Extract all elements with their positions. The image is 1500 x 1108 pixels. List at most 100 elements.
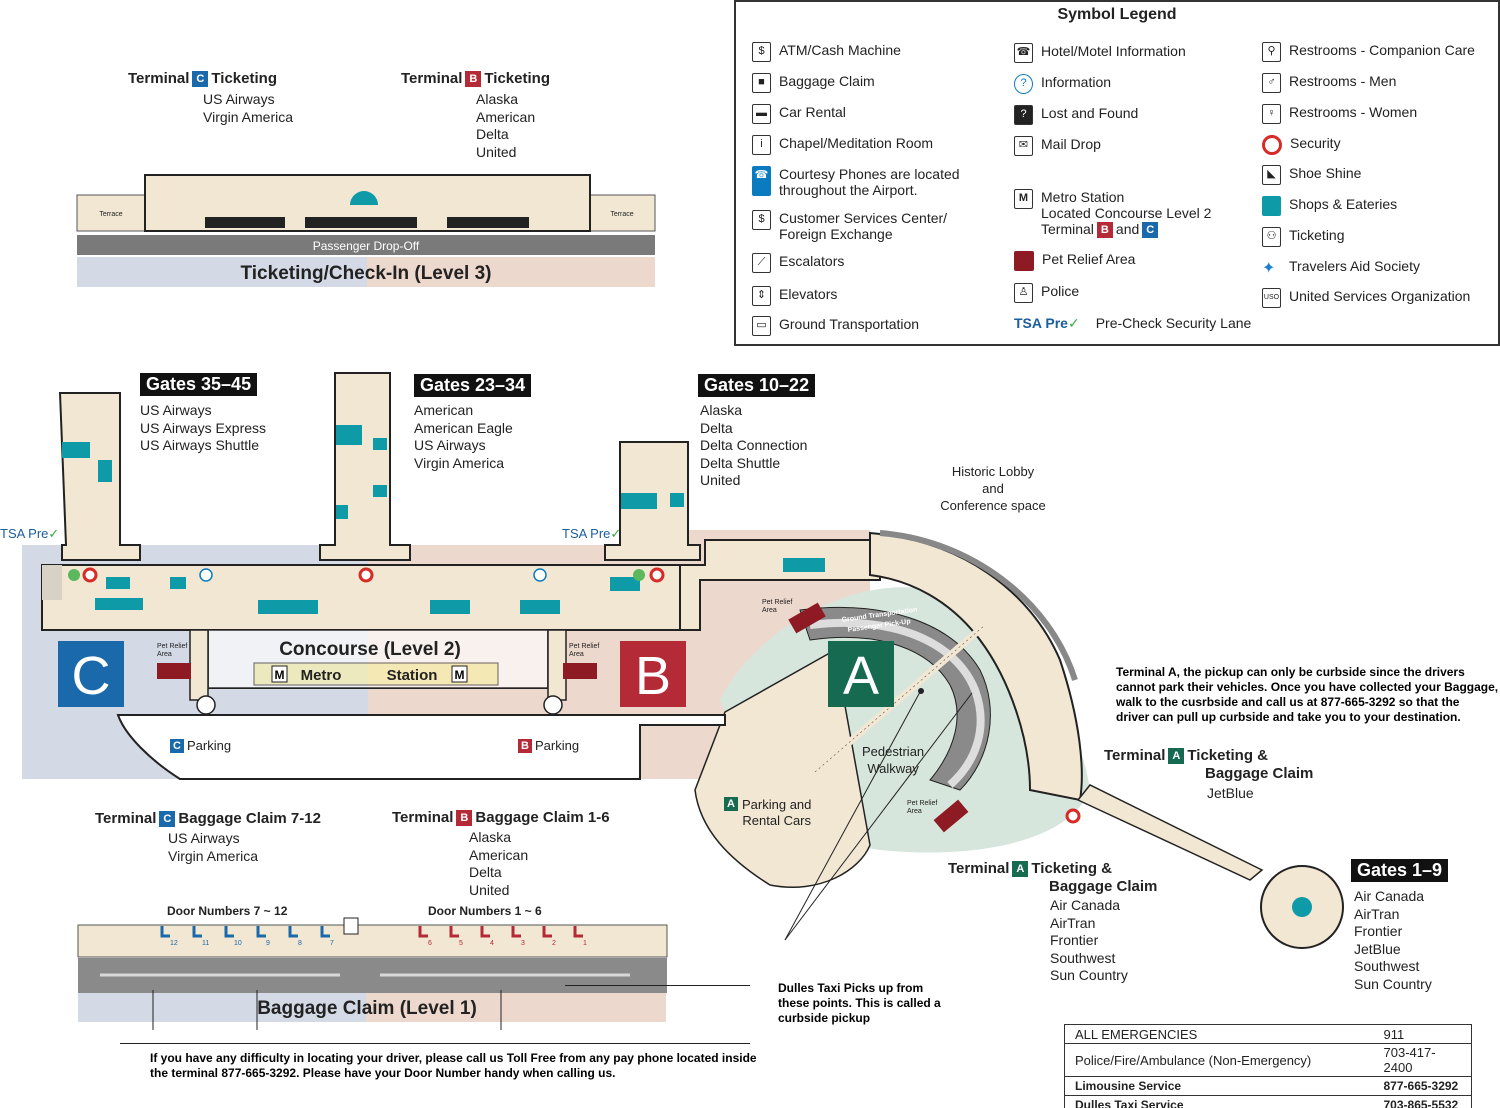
level1-zone-c: [78, 990, 366, 1022]
information-marker: [533, 568, 547, 582]
terminal-a-lower-airlines: Air Canada AirTran Frontier Southwest Su…: [1050, 897, 1128, 984]
symbol-legend: Symbol Legend $ATM/Cash Machine ■Baggage…: [734, 0, 1500, 346]
level3-map: Terrace Terrace Passenger Drop-Off Ticke…: [76, 174, 656, 287]
driver-contact-note: If you have any difficulty in locating y…: [150, 1051, 757, 1080]
baggage-door-number: 2: [552, 940, 556, 947]
atm-icon: $: [752, 42, 771, 62]
terminal-c-claim-airlines: US Airways Virgin America: [168, 830, 259, 864]
metro-label: Metro: [301, 667, 342, 684]
chapel-icon: i: [752, 135, 771, 155]
ticket-counter: [205, 217, 285, 228]
parking-a-badge: A: [724, 797, 738, 811]
baggage-door-marker: [449, 926, 459, 938]
passenger-dropoff-label: Passenger Drop-Off: [313, 239, 420, 253]
level3-zone-c: [77, 257, 367, 287]
terminal-a-letter: A: [843, 646, 879, 706]
legend-police: ♙Police: [1014, 283, 1079, 303]
ticketing-icon: ⚇: [1262, 227, 1281, 247]
baggage-door-marker: [480, 926, 490, 938]
station-label: Station: [387, 667, 438, 684]
historic-lobby-label: Historic Lobby and Conference space: [940, 464, 1046, 513]
tsa-precheck-icon: TSA Pre✓: [1014, 315, 1080, 331]
legend-restroom-women: ♀Restrooms - Women: [1262, 104, 1417, 124]
level1-building: [77, 924, 668, 958]
legend-atm: $ATM/Cash Machine: [752, 42, 901, 62]
tsa-precheck-marker: [68, 569, 80, 581]
baggage-door-number: 10: [234, 940, 242, 947]
metro-terminal-b-badge: B: [1096, 222, 1113, 238]
east-connector: [679, 539, 881, 631]
pedestrian-walkway-path: [812, 622, 988, 775]
terrace-right: Terrace: [610, 211, 633, 218]
pet-relief-b: [563, 663, 597, 679]
ticket-counter: [305, 217, 417, 228]
security-icon: [1262, 135, 1282, 155]
legend-mail-drop: ✉Mail Drop: [1014, 136, 1101, 156]
pet-relief-a-lower-label: Pet Relief Area: [907, 800, 938, 815]
courtesy-phone-icon: ☎: [752, 166, 771, 196]
level1-title: Baggage Claim (Level 1): [257, 998, 477, 1019]
pet-relief-a-upper: [788, 602, 826, 634]
passenger-dropoff-road: [77, 235, 655, 255]
emergency-number: 703-417-2400: [1373, 1043, 1472, 1077]
svg-text:M: M: [455, 668, 465, 682]
emergency-number: 703-865-5532: [1373, 1095, 1472, 1108]
terminal-a-note: Terminal A, the pickup can only be curbs…: [1116, 665, 1499, 724]
taxi-pointer-line: [565, 985, 750, 986]
legend-pet-relief: Pet Relief Area: [1014, 251, 1135, 271]
security-marker: [358, 567, 374, 583]
security-marker: [82, 567, 98, 583]
ground-transportation-icon: ▭: [752, 316, 771, 336]
travelers-aid-icon: ✦: [1262, 260, 1276, 277]
customer-service-icon: $: [752, 210, 771, 230]
legend-ticketing: ⚇Ticketing: [1262, 227, 1345, 247]
terminal-c-letter: C: [72, 646, 111, 706]
information-marker: [199, 568, 213, 582]
legend-title: Symbol Legend: [1057, 6, 1177, 23]
baggage-door-marker: [542, 926, 552, 938]
terrace-left: Terrace: [99, 211, 122, 218]
restroom-women-icon: ♀: [1262, 104, 1281, 124]
legend-shops-eateries: Shops & Eateries: [1262, 196, 1397, 216]
emergency-label: Police/Fire/Ambulance (Non-Emergency): [1064, 1043, 1374, 1077]
terminal-b-badge: B: [456, 810, 473, 826]
baggage-door-marker: [160, 926, 170, 938]
door-numbers-c: Door Numbers 7 ~ 12: [167, 904, 288, 918]
security-marker: [1065, 808, 1081, 824]
legend-escalators: ⟋Escalators: [752, 253, 844, 273]
metro-icon: [271, 665, 288, 683]
pet-relief-c-label: Pet Relief Area: [157, 643, 188, 658]
emergency-number: 877-665-3292: [1373, 1076, 1472, 1096]
gates-35-45-tag: Gates 35–45: [140, 373, 258, 396]
gates-1-9-tag: Gates 1–9: [1351, 859, 1449, 882]
terminal-b-ticketing-airlines: Alaska American Delta United: [476, 91, 536, 160]
legend-baggage-claim: ■Baggage Claim: [752, 73, 875, 93]
police-icon: ♙: [1014, 283, 1033, 303]
terminal-c-badge: C: [192, 71, 209, 87]
baggage-door-marker: [224, 926, 234, 938]
taxi-callout-line: [784, 692, 973, 941]
emergency-label: Dulles Taxi Service: [1064, 1095, 1374, 1108]
emergency-number: 911: [1373, 1024, 1472, 1044]
escalator-icon: ⟋: [752, 253, 771, 273]
baggage-door-number: 5: [459, 940, 463, 947]
lost-found-icon: ?: [1014, 105, 1033, 125]
baggage-door-marker: [418, 926, 428, 938]
legend-restroom-companion: ⚲Restrooms - Companion Care: [1262, 42, 1475, 62]
baggage-door-number: 7: [330, 940, 334, 947]
arrival-road: [116, 714, 726, 780]
gates-1-9-airlines: Air Canada AirTran Frontier JetBlue Sout…: [1354, 888, 1432, 992]
terminal-b-letter: B: [635, 646, 671, 706]
baggage-door-number: 4: [490, 940, 494, 947]
